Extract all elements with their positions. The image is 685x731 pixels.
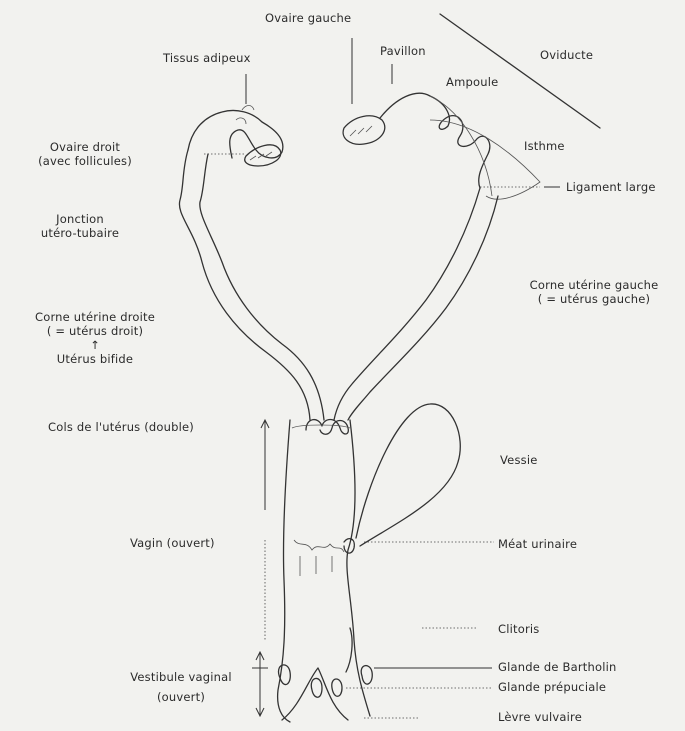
label-pavillon: Pavillon [380, 44, 426, 58]
label-ovaire-droit-line1: Ovaire droit [22, 140, 148, 154]
label-ovaire-gauche: Ovaire gauche [265, 11, 351, 25]
label-isthme: Isthme [524, 139, 565, 153]
label-vagin: Vagin (ouvert) [130, 536, 215, 550]
label-vessie: Vessie [500, 453, 538, 467]
label-vestibule-line2: (ouvert) [116, 690, 246, 704]
label-preputiale: Glande prépuciale [498, 680, 606, 694]
bladder [356, 404, 460, 546]
clitoris [346, 628, 352, 672]
label-jonction-line1: Jonction [28, 212, 132, 226]
label-cols: Cols de l'utérus (double) [48, 420, 194, 434]
right-uterine-horn [179, 150, 310, 420]
left-uterine-horn [334, 188, 480, 420]
label-corne-droite-line1: Corne utérine droite [14, 310, 176, 324]
label-jonction: Jonction utéro-tubaire [28, 212, 132, 240]
label-bartholin: Glande de Bartholin [498, 660, 616, 674]
label-ligament-large: Ligament large [566, 180, 656, 194]
label-corne-droite-line2: ( = utérus droit) [14, 324, 176, 338]
left-oviduct [380, 93, 490, 188]
label-levre: Lèvre vulvaire [498, 710, 582, 724]
label-vestibule: Vestibule vaginal (ouvert) [116, 670, 246, 704]
up-arrow-icon: ↑ [14, 338, 176, 352]
label-corne-gauche-line2: ( = utérus gauche) [510, 292, 678, 306]
label-ovaire-droit-line2: (avec follicules) [22, 154, 148, 168]
label-vestibule-line1: Vestibule vaginal [116, 670, 246, 684]
right-ovary-tube [188, 110, 283, 158]
label-ampoule: Ampoule [446, 75, 498, 89]
cervixes [306, 420, 348, 435]
label-ovaire-droit: Ovaire droit (avec follicules) [22, 140, 148, 168]
label-corne-droite: Corne utérine droite ( = utérus droit) ↑… [14, 310, 176, 366]
label-meat-urinaire: Méat urinaire [498, 537, 577, 551]
vaginal-folds [294, 540, 344, 552]
label-corne-gauche-line1: Corne utérine gauche [510, 278, 678, 292]
label-clitoris: Clitoris [498, 622, 539, 636]
left-ovary [343, 116, 385, 144]
label-oviducte: Oviducte [540, 48, 593, 62]
label-corne-gauche: Corne utérine gauche ( = utérus gauche) [510, 278, 678, 306]
vulvar-lips [282, 668, 348, 720]
oviducte-line [440, 14, 600, 128]
label-tissus-adipeux: Tissus adipeux [163, 51, 251, 65]
vagina-right-wall [347, 420, 370, 716]
label-uterus-bifide: Utérus bifide [14, 352, 176, 366]
label-jonction-line2: utéro-tubaire [28, 226, 132, 240]
